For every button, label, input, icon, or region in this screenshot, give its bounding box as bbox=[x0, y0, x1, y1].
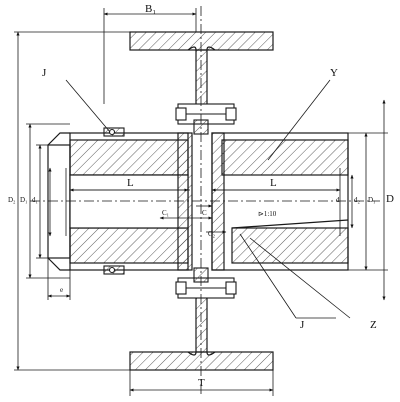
label-e: e bbox=[60, 286, 63, 294]
label-c: C bbox=[202, 209, 207, 217]
dimension-lines bbox=[14, 8, 388, 396]
label-d-big: D bbox=[386, 193, 394, 205]
label-l-left: L bbox=[127, 177, 134, 189]
label-c1: C₁ bbox=[162, 209, 169, 217]
label-j-bottom: J bbox=[300, 319, 305, 331]
label-d1-left: D₁ bbox=[20, 196, 28, 204]
label-d2-right: d₂ bbox=[354, 196, 361, 204]
label-c2: C₂ bbox=[208, 230, 216, 238]
label-l-right: L bbox=[270, 177, 277, 189]
right-hub bbox=[211, 132, 349, 271]
label-b1: B₁ bbox=[145, 3, 156, 15]
label-d-right: d bbox=[336, 196, 340, 204]
leader-lines bbox=[65, 79, 351, 319]
label-z: Z bbox=[370, 319, 377, 331]
label-d2-left: D₂ bbox=[8, 196, 16, 204]
label-d-left: d₁ bbox=[32, 196, 38, 204]
labels: B₁ J Y L L C₁ C C₂ ⊳1:10 e J Z T D₂ D₁ d… bbox=[8, 3, 394, 389]
label-j-top: J bbox=[42, 67, 47, 79]
label-d1-right: D₁ bbox=[368, 196, 376, 204]
label-y: Y bbox=[330, 67, 338, 79]
label-t: T bbox=[198, 377, 205, 389]
brake-drum bbox=[129, 31, 274, 371]
left-hub bbox=[47, 132, 193, 271]
label-taper: ⊳1:10 bbox=[258, 210, 277, 218]
